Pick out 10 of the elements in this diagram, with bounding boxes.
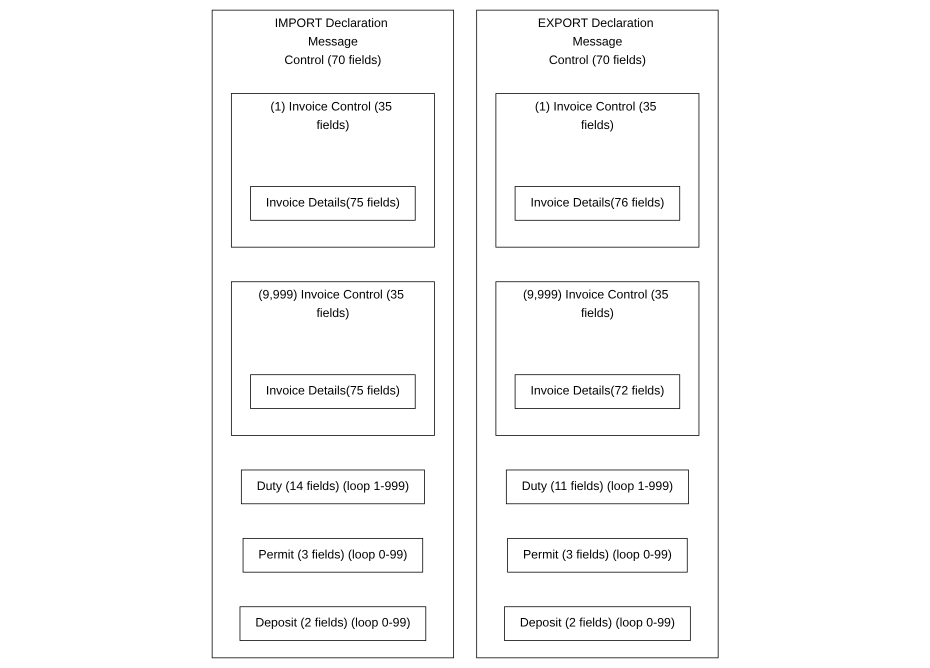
node-box: Invoice Details(76 fields): [514, 186, 680, 221]
node-box: Invoice Details(75 fields): [250, 374, 416, 409]
node-box: Deposit (2 fields) (loop 0-99): [239, 606, 426, 641]
node-box: Invoice Details(75 fields): [250, 186, 416, 221]
node-box: Duty (14 fields) (loop 1-999): [240, 470, 425, 504]
node-box: Permit (3 fields) (loop 0-99): [507, 538, 688, 573]
node-box: Duty (11 fields) (loop 1-999): [506, 470, 689, 504]
node-box: Permit (3 fields) (loop 0-99): [242, 538, 423, 573]
node-box: Invoice Details(72 fields): [514, 374, 680, 409]
node-box: Deposit (2 fields) (loop 0-99): [504, 606, 691, 641]
